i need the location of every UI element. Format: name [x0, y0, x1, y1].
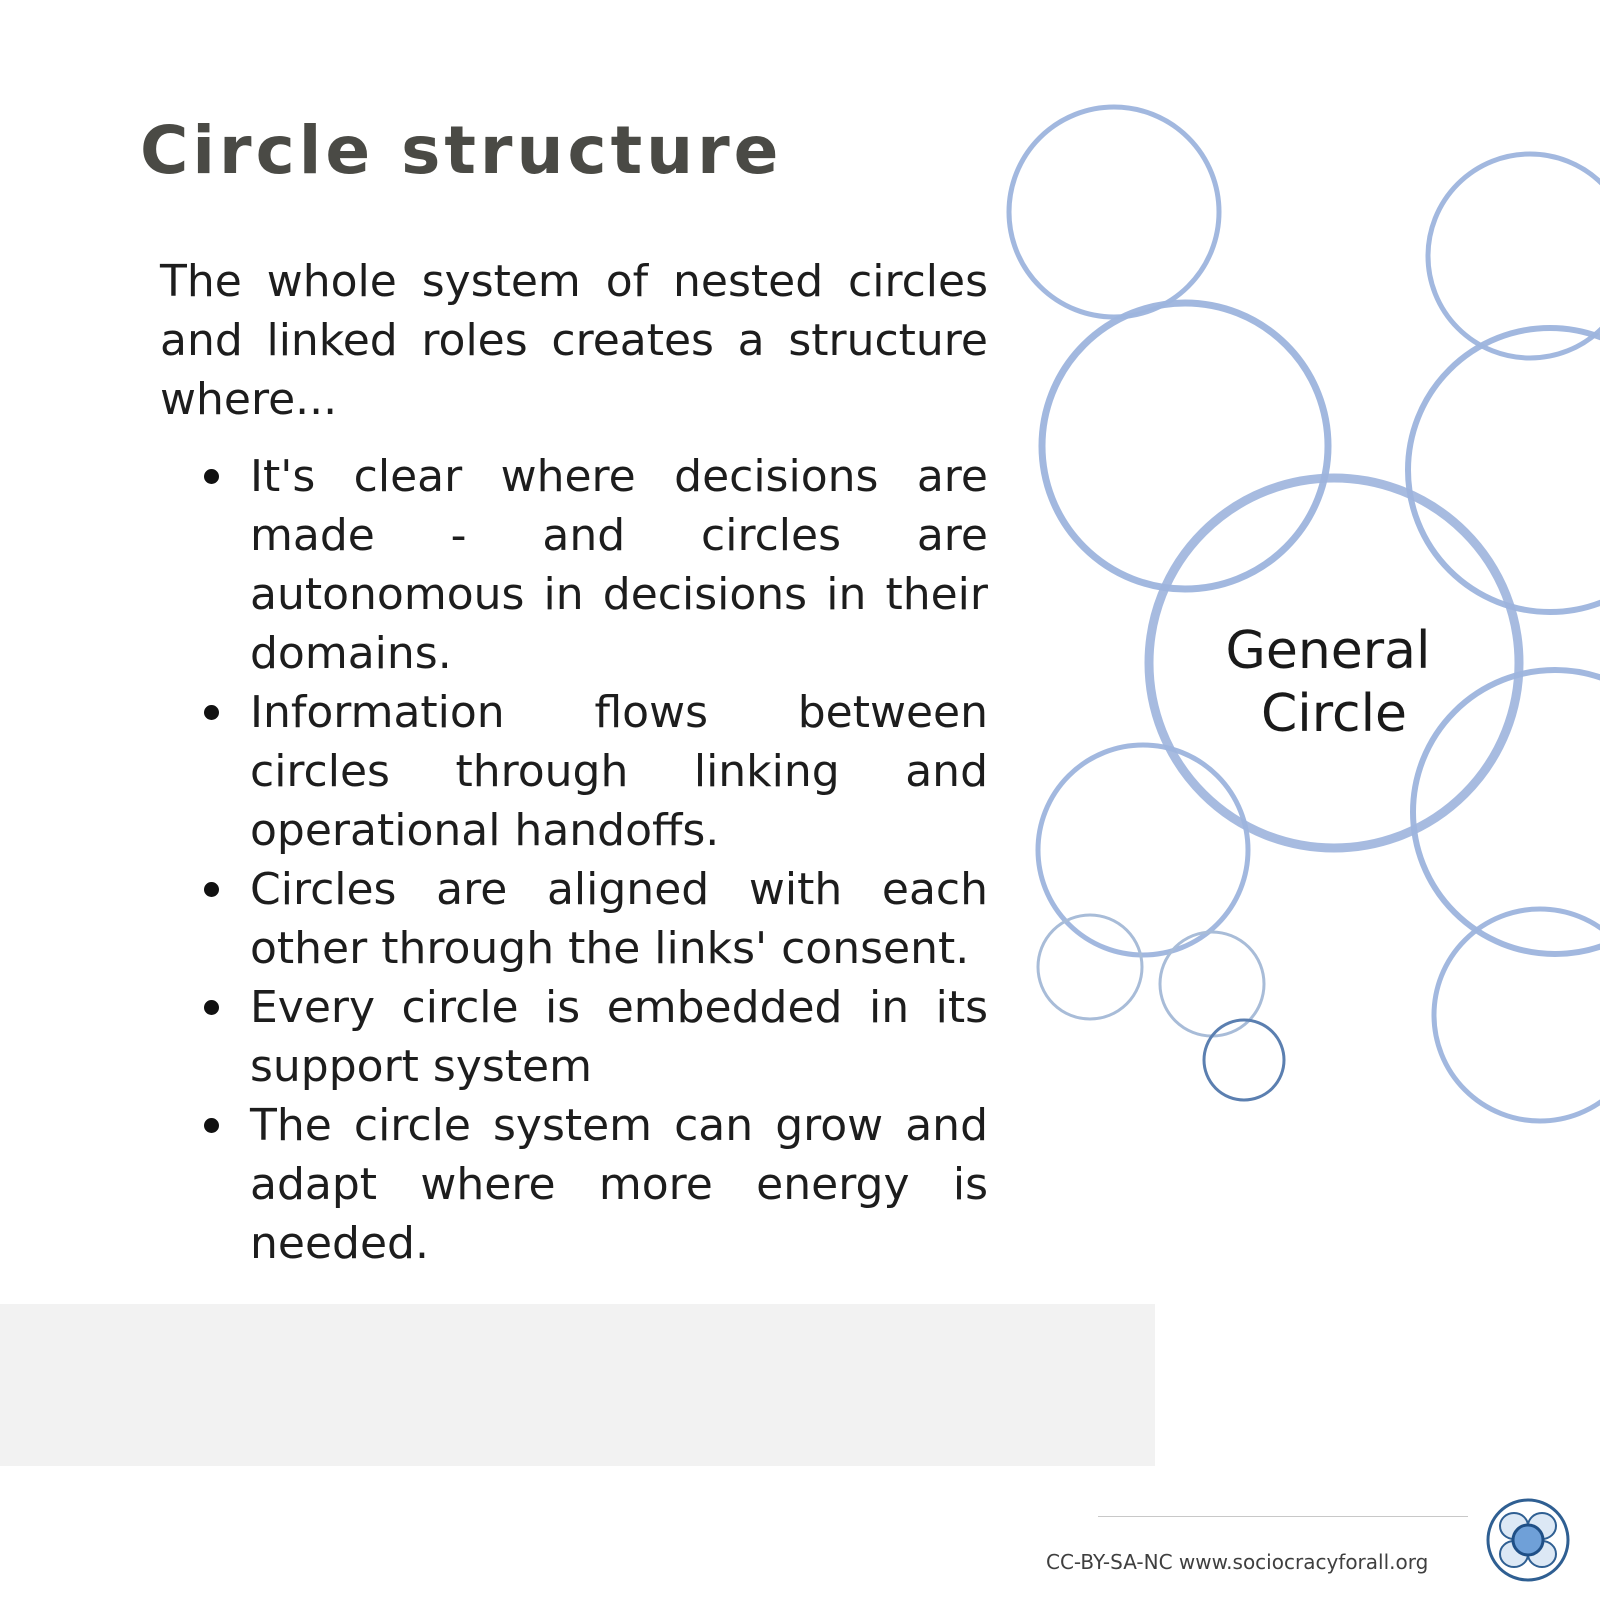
- intro-paragraph: The whole system of nested circles and l…: [160, 256, 988, 425]
- small-circle-b: [1158, 930, 1266, 1038]
- upper-left-circle: [1038, 299, 1332, 593]
- bullet-dot: [204, 1000, 219, 1015]
- general-circle: [1144, 473, 1524, 853]
- list-item: Circles are aligned with each other thro…: [204, 860, 988, 978]
- bottom-right-circle: [1431, 906, 1600, 1124]
- list-item: The circle system can grow and adapt whe…: [204, 1096, 988, 1273]
- footer-license[interactable]: CC-BY-SA-NC www.sociocracyforall.org: [1046, 1550, 1429, 1574]
- bullet-list: It's clear where decisions are made - an…: [160, 447, 988, 1273]
- page-title: Circle structure: [140, 112, 783, 189]
- sociocracy-for-all-logo-icon: [1486, 1498, 1570, 1582]
- main-text: The whole system of nested circles and l…: [160, 252, 988, 1273]
- gray-panel: [0, 1304, 1155, 1466]
- lower-right-circle: [1410, 667, 1600, 957]
- small-circle-c: [1202, 1018, 1286, 1102]
- lower-left-circle: [1035, 742, 1251, 958]
- bullet-dot: [204, 1118, 219, 1133]
- bullet-dot: [204, 705, 219, 720]
- top-right-circle: [1425, 151, 1600, 361]
- general-circle-label-line2: Circle: [1261, 684, 1407, 744]
- right-circle: [1405, 325, 1600, 615]
- list-item: Information flows between circles throug…: [204, 683, 988, 860]
- list-item: It's clear where decisions are made - an…: [204, 447, 988, 683]
- general-circle-label-line1: General: [1226, 621, 1431, 681]
- top-circle: [1006, 104, 1222, 320]
- bullet-dot: [204, 882, 219, 897]
- bullet-dot: [204, 469, 219, 484]
- footer-divider: [1098, 1516, 1468, 1517]
- list-item: Every circle is embedded in its support …: [204, 978, 988, 1096]
- small-circle-a: [1036, 913, 1144, 1021]
